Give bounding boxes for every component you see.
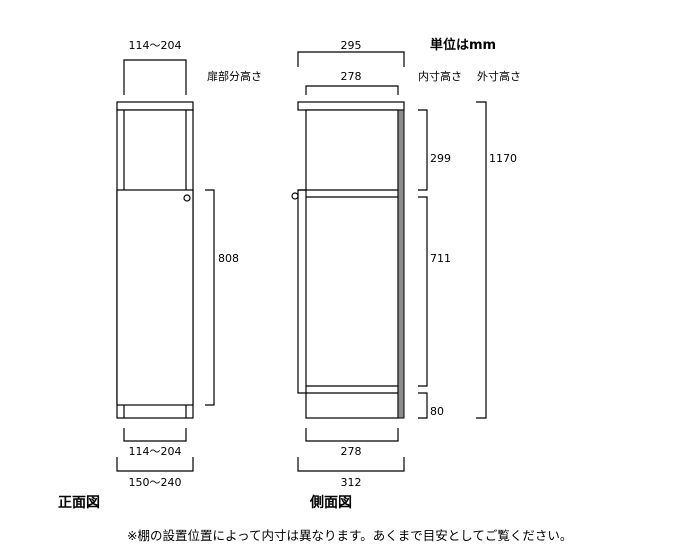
upper-inner-height: 299 — [430, 152, 451, 165]
door-height-bracket — [205, 189, 215, 406]
side-view-title: 側面図 — [309, 494, 352, 511]
side-bottom-inner-bracket — [305, 428, 399, 442]
front-outer-width: 150〜240 — [129, 476, 182, 489]
side-inner-depth-bracket — [305, 85, 399, 95]
outer-height-bracket — [476, 101, 487, 419]
side-top-inner-depth: 278 — [341, 70, 362, 83]
door-height: 808 — [218, 252, 239, 265]
side-bottom-outer-depth: 312 — [341, 476, 362, 489]
outer-height-label: 外寸高さ — [477, 69, 521, 83]
back-panel — [397, 109, 405, 419]
front-inner-width-bracket — [123, 428, 187, 442]
front-view: 114〜204 扉部分高さ 808 114〜204 150〜240 正面図 — [58, 39, 262, 511]
side-view: 295 278 内寸高さ 外寸高さ 299 711 80 1170 278 31… — [291, 39, 521, 511]
front-top-panel — [116, 101, 194, 111]
front-top-width-bracket — [123, 59, 187, 95]
footnote: ※棚の設置位置によって内寸は異なります。あくまで目安としてご覧ください。 — [127, 528, 572, 543]
front-top-width: 114〜204 — [129, 39, 182, 52]
side-body — [305, 109, 399, 419]
front-inner-width: 114〜204 — [129, 445, 182, 458]
side-bottom-inner-depth: 278 — [341, 445, 362, 458]
plinth-height: 80 — [430, 405, 444, 418]
outer-height: 1170 — [489, 152, 517, 165]
side-top-panel — [297, 101, 405, 111]
lower-inner-height-bracket — [418, 196, 428, 387]
upper-inner-height-bracket — [418, 109, 428, 191]
front-door — [116, 189, 194, 406]
inner-height-label: 内寸高さ — [418, 69, 462, 83]
side-bottom-outer-bracket — [297, 457, 405, 472]
unit-label: 単位はmm — [430, 37, 496, 53]
side-door-knob-icon — [291, 192, 299, 200]
lower-inner-height: 711 — [430, 252, 451, 265]
side-outer-depth-bracket — [297, 51, 405, 67]
door-knob-icon — [183, 194, 191, 202]
front-outer-width-bracket — [116, 457, 194, 472]
front-view-title: 正面図 — [58, 495, 100, 511]
side-top-outer-depth: 295 — [341, 39, 362, 52]
plinth-height-bracket — [418, 392, 428, 419]
door-height-label: 扉部分高さ — [207, 69, 262, 83]
